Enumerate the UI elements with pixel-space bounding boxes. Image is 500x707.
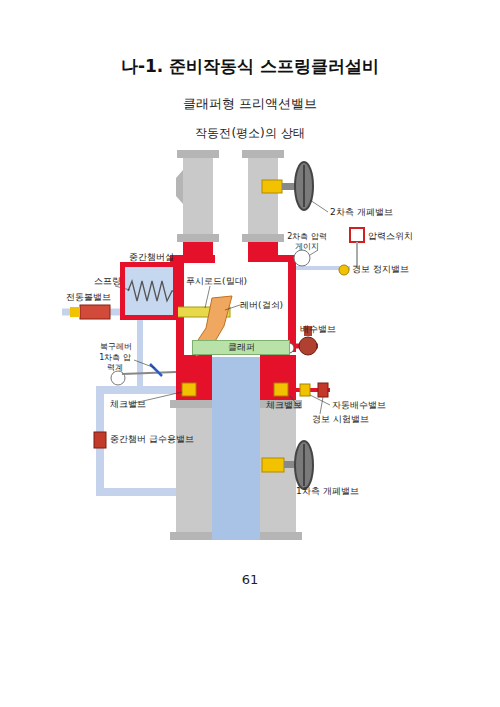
part-label: 체크밸브 (110, 399, 146, 410)
pipe-body (176, 400, 212, 540)
part-label: 스프링 (94, 276, 121, 287)
clapper-label: 클래퍼 (193, 341, 289, 354)
part-label: 자동배수밸브 (332, 400, 386, 411)
ball-valve (80, 305, 110, 319)
check-valve (182, 383, 196, 396)
part-label: 1차측 개폐밸브 (296, 486, 359, 497)
pipe-body (248, 150, 278, 245)
clapper-band: 클래퍼 (192, 340, 290, 355)
part-label: 체크밸브 (266, 400, 302, 411)
drain-valve (299, 337, 317, 355)
part-label: 1차측 압력계 (98, 353, 132, 373)
gauge-pipe (122, 372, 176, 374)
handwheel (295, 441, 313, 489)
supply-pipe (137, 318, 143, 390)
water-inlet (212, 357, 260, 540)
part-label: 경보 시험밸브 (312, 414, 369, 425)
subtitle: 클래퍼형 프리액션밸브 (150, 96, 350, 111)
handwheel (295, 162, 313, 210)
water-inlet (212, 400, 260, 540)
part-label: 2차측 압력게이지 (284, 232, 330, 252)
handwheel (303, 444, 305, 486)
valve-seat (260, 355, 296, 400)
part-label: 압력스위치 (368, 231, 413, 242)
check-valve (274, 383, 288, 396)
page-title: 나-1. 준비작동식 스프링클러설비 (0, 56, 500, 76)
chamber-fill (122, 264, 176, 318)
supply-valve (94, 432, 106, 448)
page-number: 61 (200, 572, 300, 587)
valve-seat (176, 355, 212, 400)
reset-lever (150, 364, 162, 376)
alarm-test-valve (318, 383, 328, 397)
flange (242, 234, 284, 242)
part-label: 경보 정지밸브 (352, 264, 409, 275)
pipe-body (260, 400, 296, 540)
pipe-body (183, 150, 213, 245)
valve-body (248, 242, 278, 262)
chamber-heading: 중간챔버실 (129, 252, 174, 262)
chamber-box: 중간챔버실 (120, 262, 178, 320)
part-label: 배수밸브 (300, 324, 336, 335)
flange (176, 170, 183, 204)
valve-stem (262, 458, 284, 472)
valve-body (288, 262, 296, 352)
state-heading: 작동전(평소)의 상태 (150, 126, 350, 140)
auto-drain-valve (300, 384, 310, 396)
flange (177, 150, 219, 158)
part-label: 복구레버 (100, 342, 132, 352)
leader-line (115, 200, 330, 414)
pressure-gauge (294, 250, 310, 266)
valve-stem (282, 183, 296, 190)
part-label: 푸시로드(밀대) (186, 276, 247, 287)
alarm-stop-valve (339, 265, 349, 275)
ball-valve (70, 307, 80, 317)
flange (177, 234, 219, 242)
flange (242, 150, 284, 158)
part-label: 중간챔버 급수용밸브 (110, 434, 194, 445)
valve-stem (262, 180, 282, 193)
handwheel (303, 165, 305, 207)
part-label: 2차측 개폐밸브 (330, 207, 393, 218)
pressure-switch (350, 228, 364, 242)
part-label: 레버(걸쇠) (240, 300, 283, 311)
spring-symbol (128, 281, 176, 301)
part-label: 전동볼밸브 (66, 292, 111, 303)
